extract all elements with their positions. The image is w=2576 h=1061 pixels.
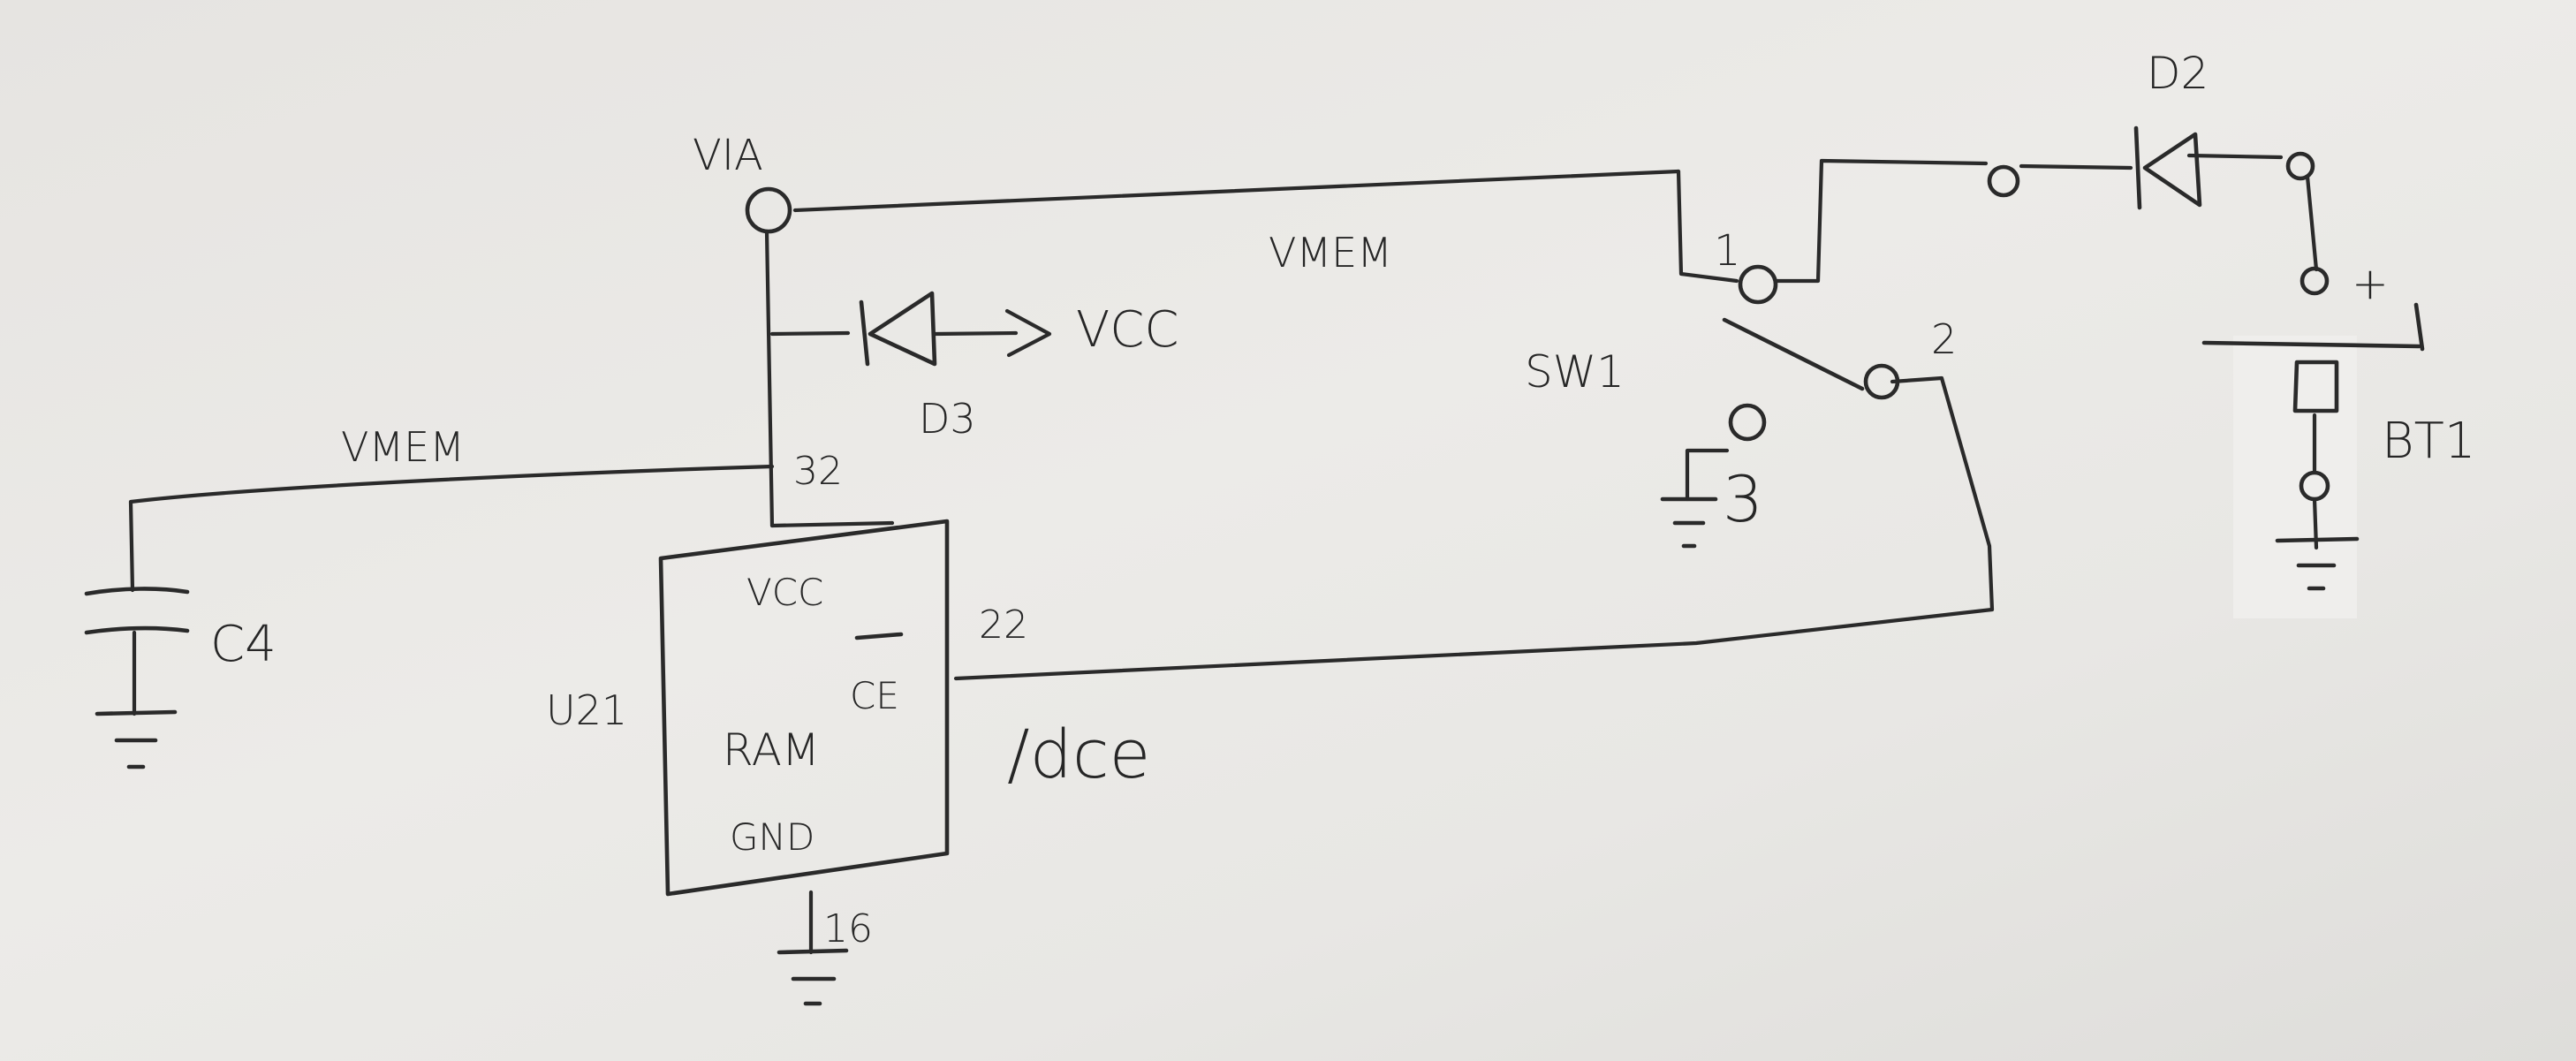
pin3-ground-icon: [1660, 496, 1718, 549]
sw1-label: SW1: [1525, 346, 1625, 398]
sw-pin1-label: 1: [1714, 226, 1741, 276]
vmem-top-label: VMEM: [1269, 229, 1392, 277]
via-label: VIA: [693, 131, 763, 180]
d2-label: D2: [2147, 48, 2209, 99]
via-vertical-wire: [764, 229, 775, 528]
sw1-pin3-terminal: [1728, 403, 1767, 442]
d2-anode-wire: [2019, 163, 2133, 171]
bt1-label: BT1: [2382, 413, 2476, 470]
sw-pin3-label: 3: [1723, 462, 1763, 536]
d2-anode-terminal: [1987, 164, 2020, 198]
sw-pin2-label: 2: [1931, 315, 1957, 363]
sw1-pin1-terminal: [1738, 264, 1778, 305]
d3-diode-icon: [859, 291, 937, 367]
bt1-battery-icon: [2201, 266, 2425, 591]
via-test-point: [745, 186, 792, 234]
sw1-switch-icon: [1722, 264, 1900, 442]
switch-pin2-wire: [953, 375, 1995, 681]
d2-diode-icon: [2133, 125, 2202, 210]
vmem-top-wire: [792, 169, 1681, 213]
d2-cathode-wire: [2186, 153, 2284, 160]
vmem-left-label: VMEM: [341, 423, 465, 471]
ram-ground-icon: [777, 890, 849, 1006]
ram-name-label: RAM: [723, 724, 820, 776]
bt-plus-label: +: [2352, 258, 2389, 309]
switch-pin1-wire: [1676, 169, 1739, 284]
dce-net-label: /dce: [1007, 715, 1150, 793]
pin32-label: 32: [793, 449, 843, 494]
c4-label: C4: [210, 616, 277, 673]
c4-capacitor-icon: [84, 587, 190, 769]
pin16-label: 16: [823, 906, 873, 951]
d3-anode-wire: [769, 330, 851, 337]
sw1-blade: [1722, 317, 1865, 391]
ram-ce-label: CE: [850, 674, 899, 717]
u21-ram-chip: [658, 519, 950, 897]
d2-cathode-terminal: [2285, 151, 2315, 181]
pin3-ground-wire: [1685, 448, 1730, 502]
vcc-net-label: VCC: [1076, 301, 1179, 359]
pin22-label: 22: [979, 602, 1028, 648]
d3-label: D3: [919, 395, 976, 443]
u21-label: U21: [546, 686, 627, 734]
battery-top-wire: [2305, 174, 2319, 272]
ce-overbar: [854, 632, 904, 640]
switch-to-d2-wire: [1775, 158, 1989, 284]
ram-gnd-label: GND: [730, 815, 814, 859]
vcc-arrow: [1004, 308, 1052, 358]
d3-cathode-wire: [932, 330, 1019, 337]
vmem-left-wire: [128, 464, 775, 593]
sw1-pin2-terminal: [1863, 363, 1900, 400]
ram-vcc-label: VCC: [746, 571, 823, 614]
ram-top-wire: [769, 520, 895, 528]
